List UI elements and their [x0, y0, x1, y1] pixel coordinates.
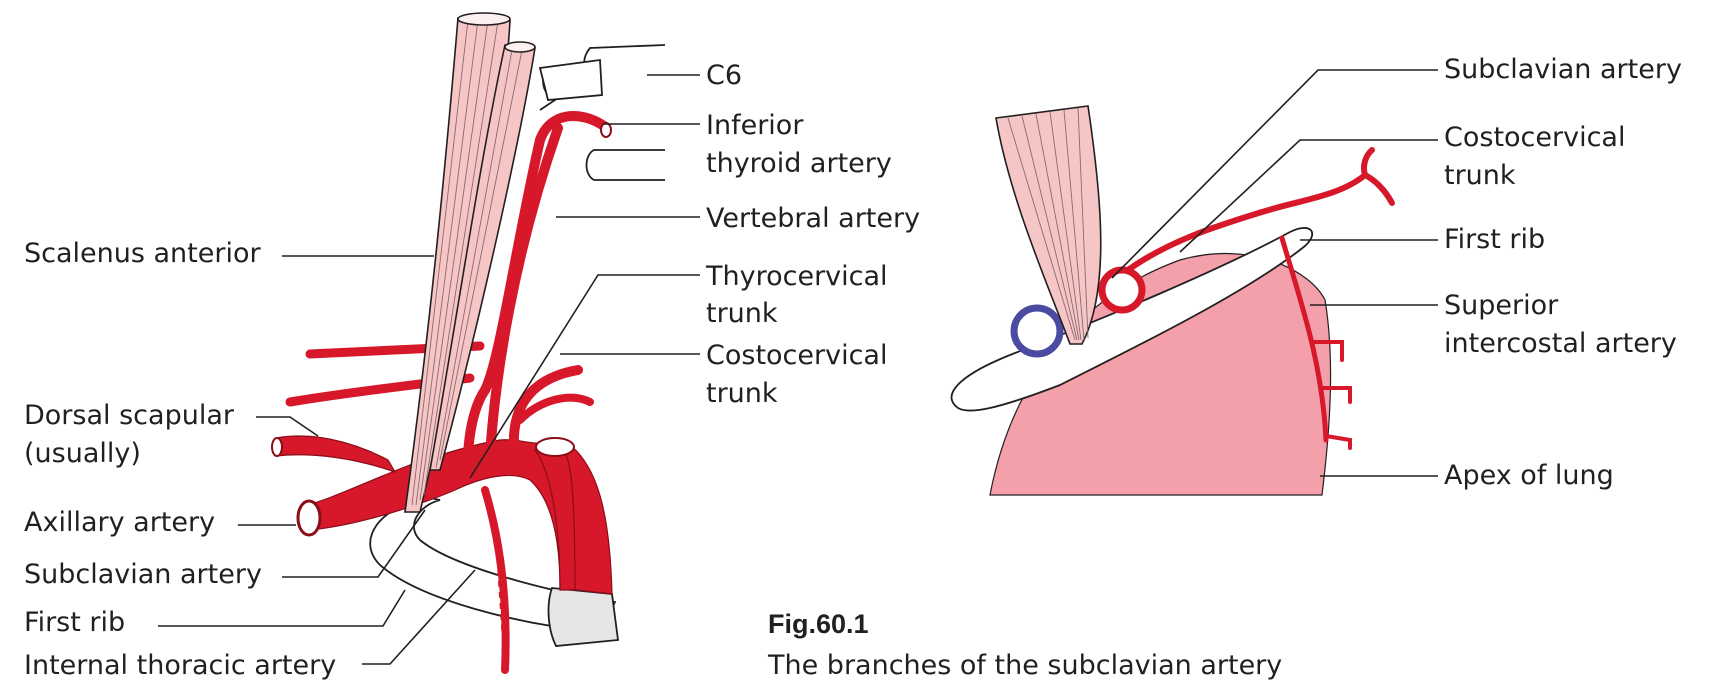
thyrocervical-trunk-vessel	[463, 135, 545, 460]
costal-cartilage	[547, 587, 620, 647]
inferior-thyroid-opening	[600, 122, 612, 138]
label-inferior: Inferior	[706, 110, 804, 141]
label-first-rib-right: First rib	[1444, 224, 1546, 255]
label-costocervical-trunk-right: trunk	[1444, 160, 1516, 191]
figure-number: Fig.60.1	[768, 609, 869, 639]
muscle-cut-top	[457, 12, 511, 26]
label-thyrocervical: Thyrocervical	[706, 261, 888, 292]
intercostal-branch-3	[1324, 434, 1352, 450]
label-apex-of-lung: Apex of lung	[1444, 460, 1614, 491]
label-intercostal-artery: intercostal artery	[1444, 328, 1677, 359]
label-internal-thoracic-artery: Internal thoracic artery	[24, 650, 337, 681]
label-dorsal-scapular-usually: (usually)	[24, 438, 141, 469]
label-subclavian-artery-right: Subclavian artery	[1444, 54, 1682, 85]
inferior-thyroid-vessel	[535, 110, 609, 145]
scalenus-medius-muscle	[429, 44, 536, 471]
muscle-fibres-right	[1007, 107, 1089, 341]
first-rib-right	[950, 227, 1314, 412]
label-costocervical-middle: Costocervical	[706, 340, 888, 371]
c6-transverse	[538, 58, 603, 101]
dorsal-scapular-branch	[275, 435, 397, 474]
label-dorsal-scapular: Dorsal scapular	[24, 400, 234, 431]
figure-caption: The branches of the subclavian artery	[768, 650, 1283, 681]
muscle-cut-top-2	[504, 41, 536, 53]
label-subclavian-artery-left: Subclavian artery	[24, 559, 262, 590]
costocervical-tip	[1360, 147, 1395, 206]
label-thyroid-artery: thyroid artery	[706, 148, 892, 179]
intercostal-branch-1	[1312, 340, 1344, 362]
dorsal-scapular-opening	[271, 437, 283, 457]
costocervical-branch	[516, 393, 594, 424]
label-costocervical-trunk-middle: trunk	[706, 378, 778, 409]
internal-thoracic-vessel	[481, 486, 510, 674]
left-illustration	[271, 12, 666, 674]
costocervical-trunk-vessel	[508, 365, 583, 463]
right-leaders	[1111, 69, 1438, 477]
label-c6: C6	[706, 60, 743, 91]
intercostal-branch-2	[1320, 386, 1352, 404]
subclavian-vein-section	[1010, 304, 1064, 358]
label-first-rib-left: First rib	[24, 607, 126, 638]
subclavian-section	[1098, 266, 1146, 314]
label-vertebral-artery: Vertebral artery	[706, 203, 921, 234]
label-thyrocervical-trunk: trunk	[706, 298, 778, 329]
label-scalenus-anterior: Scalenus anterior	[24, 238, 261, 269]
brachiocephalic-opening	[535, 437, 575, 457]
axillary-opening	[296, 499, 322, 537]
label-costocervical-right: Costocervical	[1444, 122, 1626, 153]
costocervical-vessel-right	[1125, 172, 1368, 273]
muscle-fibres-left	[411, 19, 523, 506]
left-leaders	[158, 255, 476, 665]
middle-leaders	[469, 74, 700, 479]
superior-intercostal-vessel	[1279, 235, 1329, 443]
label-superior: Superior	[1444, 290, 1559, 321]
label-axillary-artery: Axillary artery	[24, 507, 216, 538]
right-illustration	[950, 105, 1395, 496]
